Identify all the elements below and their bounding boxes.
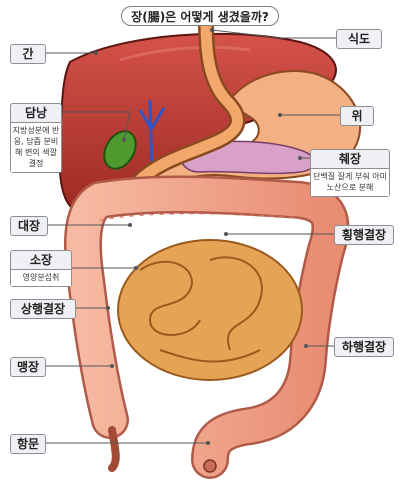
label-ascending-colon: 상행결장 [10,299,76,319]
label-gallbladder-title: 담낭 [24,106,48,120]
small-intestine-shape [117,239,303,381]
label-pancreas: 췌장 단백질 잘게 부숴 아미노산으로 분해 [310,149,390,197]
label-pancreas-title: 췌장 [338,152,362,166]
label-liver: 간 [10,44,46,64]
appendix-shape [108,426,120,472]
label-gallbladder-desc: 지방성분에 반응, 담즙 분비해 변의 색깔 결정 [11,122,61,172]
label-small-intestine: 소장 영양분섭취 [10,250,72,287]
label-transverse-colon: 횡행결장 [334,225,394,245]
label-small-intestine-title: 소장 [29,253,53,267]
leader-lines [46,29,340,444]
label-pancreas-desc: 단백질 잘게 부숴 아미노산으로 분해 [311,168,389,196]
gallbladder-shape [103,130,137,170]
label-appendix: 맹장 [10,357,46,377]
label-anus: 항문 [10,434,46,454]
label-descending-colon: 하행결장 [334,337,394,357]
label-esophagus: 식도 [336,29,382,49]
diagram-title: 장(腸)은 어떻게 생겼을까? [121,6,279,26]
label-stomach: 위 [340,106,374,126]
label-gallbladder: 담낭 지방성분에 반응, 담즙 분비해 변의 색깔 결정 [10,103,62,173]
label-small-intestine-desc: 영양분섭취 [11,269,71,286]
label-large-intestine: 대장 [10,216,48,236]
